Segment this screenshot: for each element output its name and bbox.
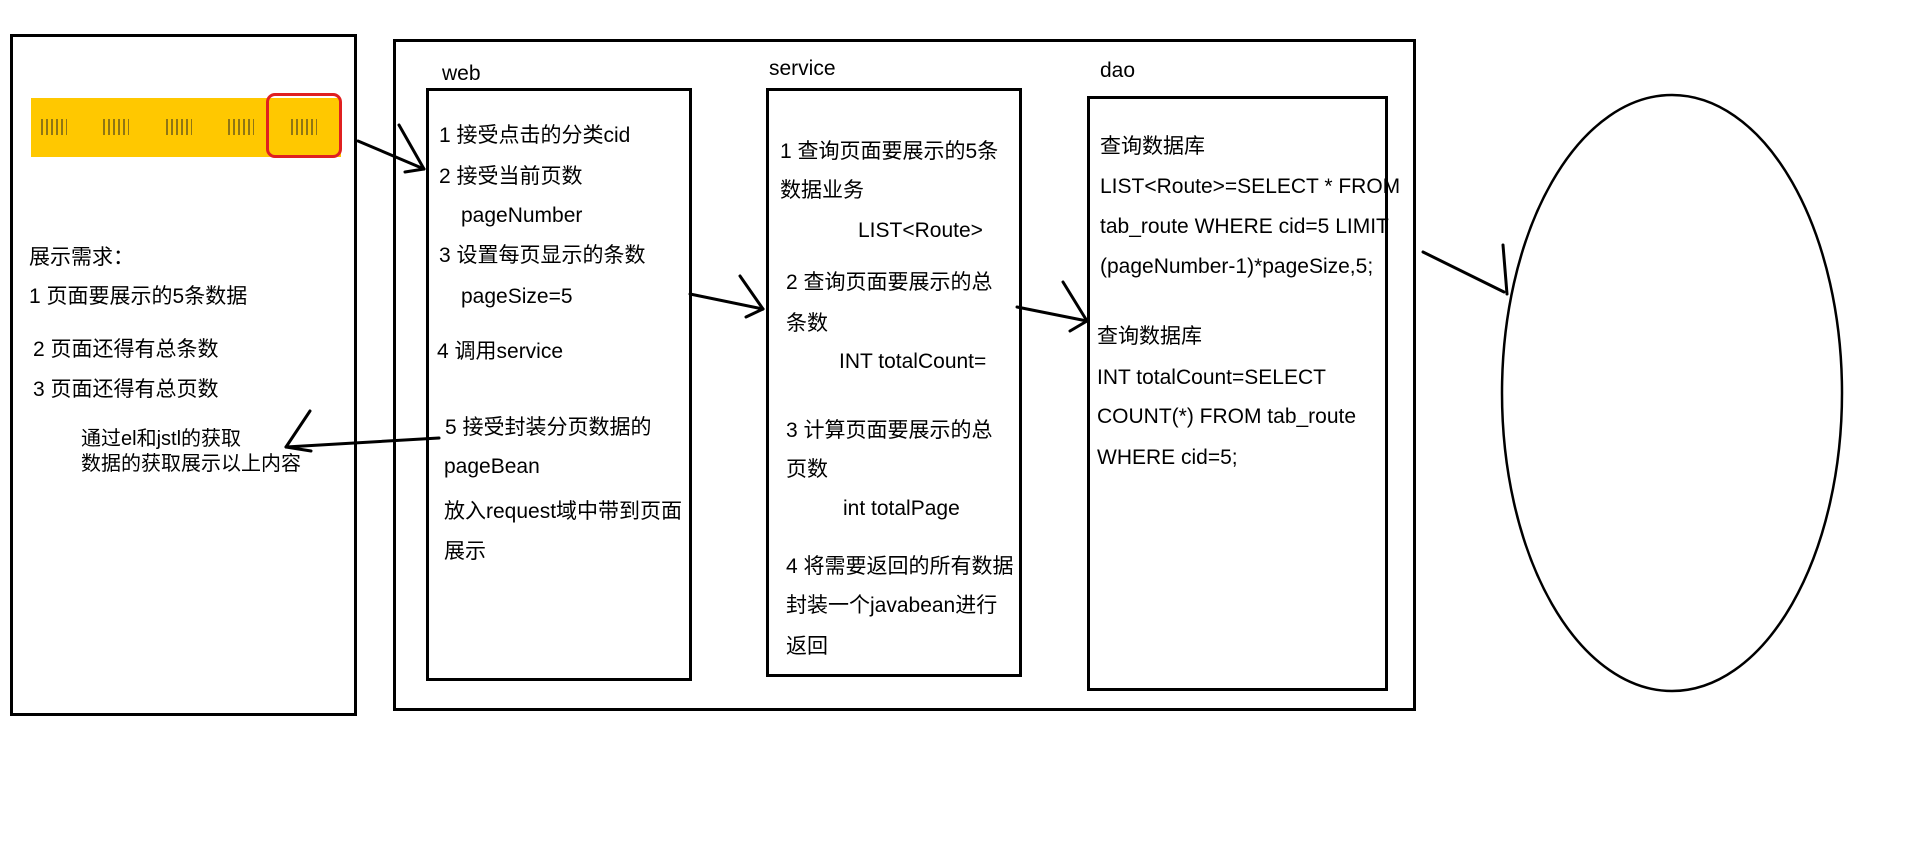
service-step: 数据业务 [780,179,864,202]
nav-item[interactable] [228,119,254,135]
requirement-item: 3 页面还得有总页数 [33,378,219,401]
service-step: 2 查询页面要展示的总 [786,271,993,294]
server-frame [393,39,1416,711]
requirements-title: 展示需求： [29,246,134,269]
nav-item[interactable] [103,119,129,135]
nav-item[interactable] [166,119,192,135]
service-step: 返回 [786,635,828,658]
note-line: 通过el和jstl的获取 [81,428,242,450]
web-step: 5 接受封装分页数据的 [445,416,652,439]
web-layer-box [426,88,692,681]
dao-line: (pageNumber-1)*pageSize,5; [1100,255,1374,278]
dao-line: COUNT(*) FROM tab_route [1097,405,1357,428]
service-step: 封装一个javabean进行 [786,594,998,617]
service-layer-box [766,88,1022,677]
requirement-item: 1 页面要展示的5条数据 [29,285,248,308]
web-step: 1 接受点击的分类cid [439,124,631,147]
web-step: 4 调用service [437,340,564,363]
service-step: 4 将需要返回的所有数据 [786,555,1014,578]
arrow-shaft [1421,250,1506,294]
dao-line: WHERE cid=5; [1097,446,1238,469]
requirement-item: 2 页面还得有总条数 [33,338,219,361]
dao-line: tab_route WHERE cid=5 LIMIT [1100,215,1389,238]
service-step: 条数 [786,312,828,335]
page-mock-panel [10,34,357,716]
category-nav-bar [31,98,341,157]
web-step: 展示 [444,540,486,563]
service-step: 1 查询页面要展示的5条 [780,140,999,163]
service-step: 页数 [786,458,828,481]
selected-category-highlight [266,93,342,158]
dao-line: 查询数据库 [1100,135,1205,158]
arrow-head [1501,243,1509,296]
dao-line: LIST<Route>=SELECT * FROM [1100,175,1401,198]
nav-item[interactable] [41,119,67,135]
web-layer-label: web [442,62,481,85]
database-ellipse [1500,93,1844,693]
web-step: 放入request域中带到页面 [444,500,683,523]
nav-item-selected[interactable] [291,119,317,135]
service-step: 3 计算页面要展示的总 [786,419,993,442]
web-step: 2 接受当前页数 [439,165,583,188]
web-step: pageNumber [461,204,583,227]
web-step: 3 设置每页显示的条数 [439,244,646,267]
web-step: pageBean [444,455,540,478]
service-step: INT totalCount= [839,350,987,373]
dao-line: 查询数据库 [1097,325,1202,348]
dao-layer-label: dao [1100,59,1136,82]
service-step: int totalPage [843,497,960,520]
arrow-dao-to-database [1421,243,1509,296]
dao-layer-box [1087,96,1388,691]
dao-line: INT totalCount=SELECT [1097,366,1326,389]
service-step: LIST<Route> [858,219,983,242]
web-step: pageSize=5 [461,285,573,308]
note-line: 数据的获取展示以上内容 [81,453,301,475]
service-layer-label: service [769,57,836,80]
